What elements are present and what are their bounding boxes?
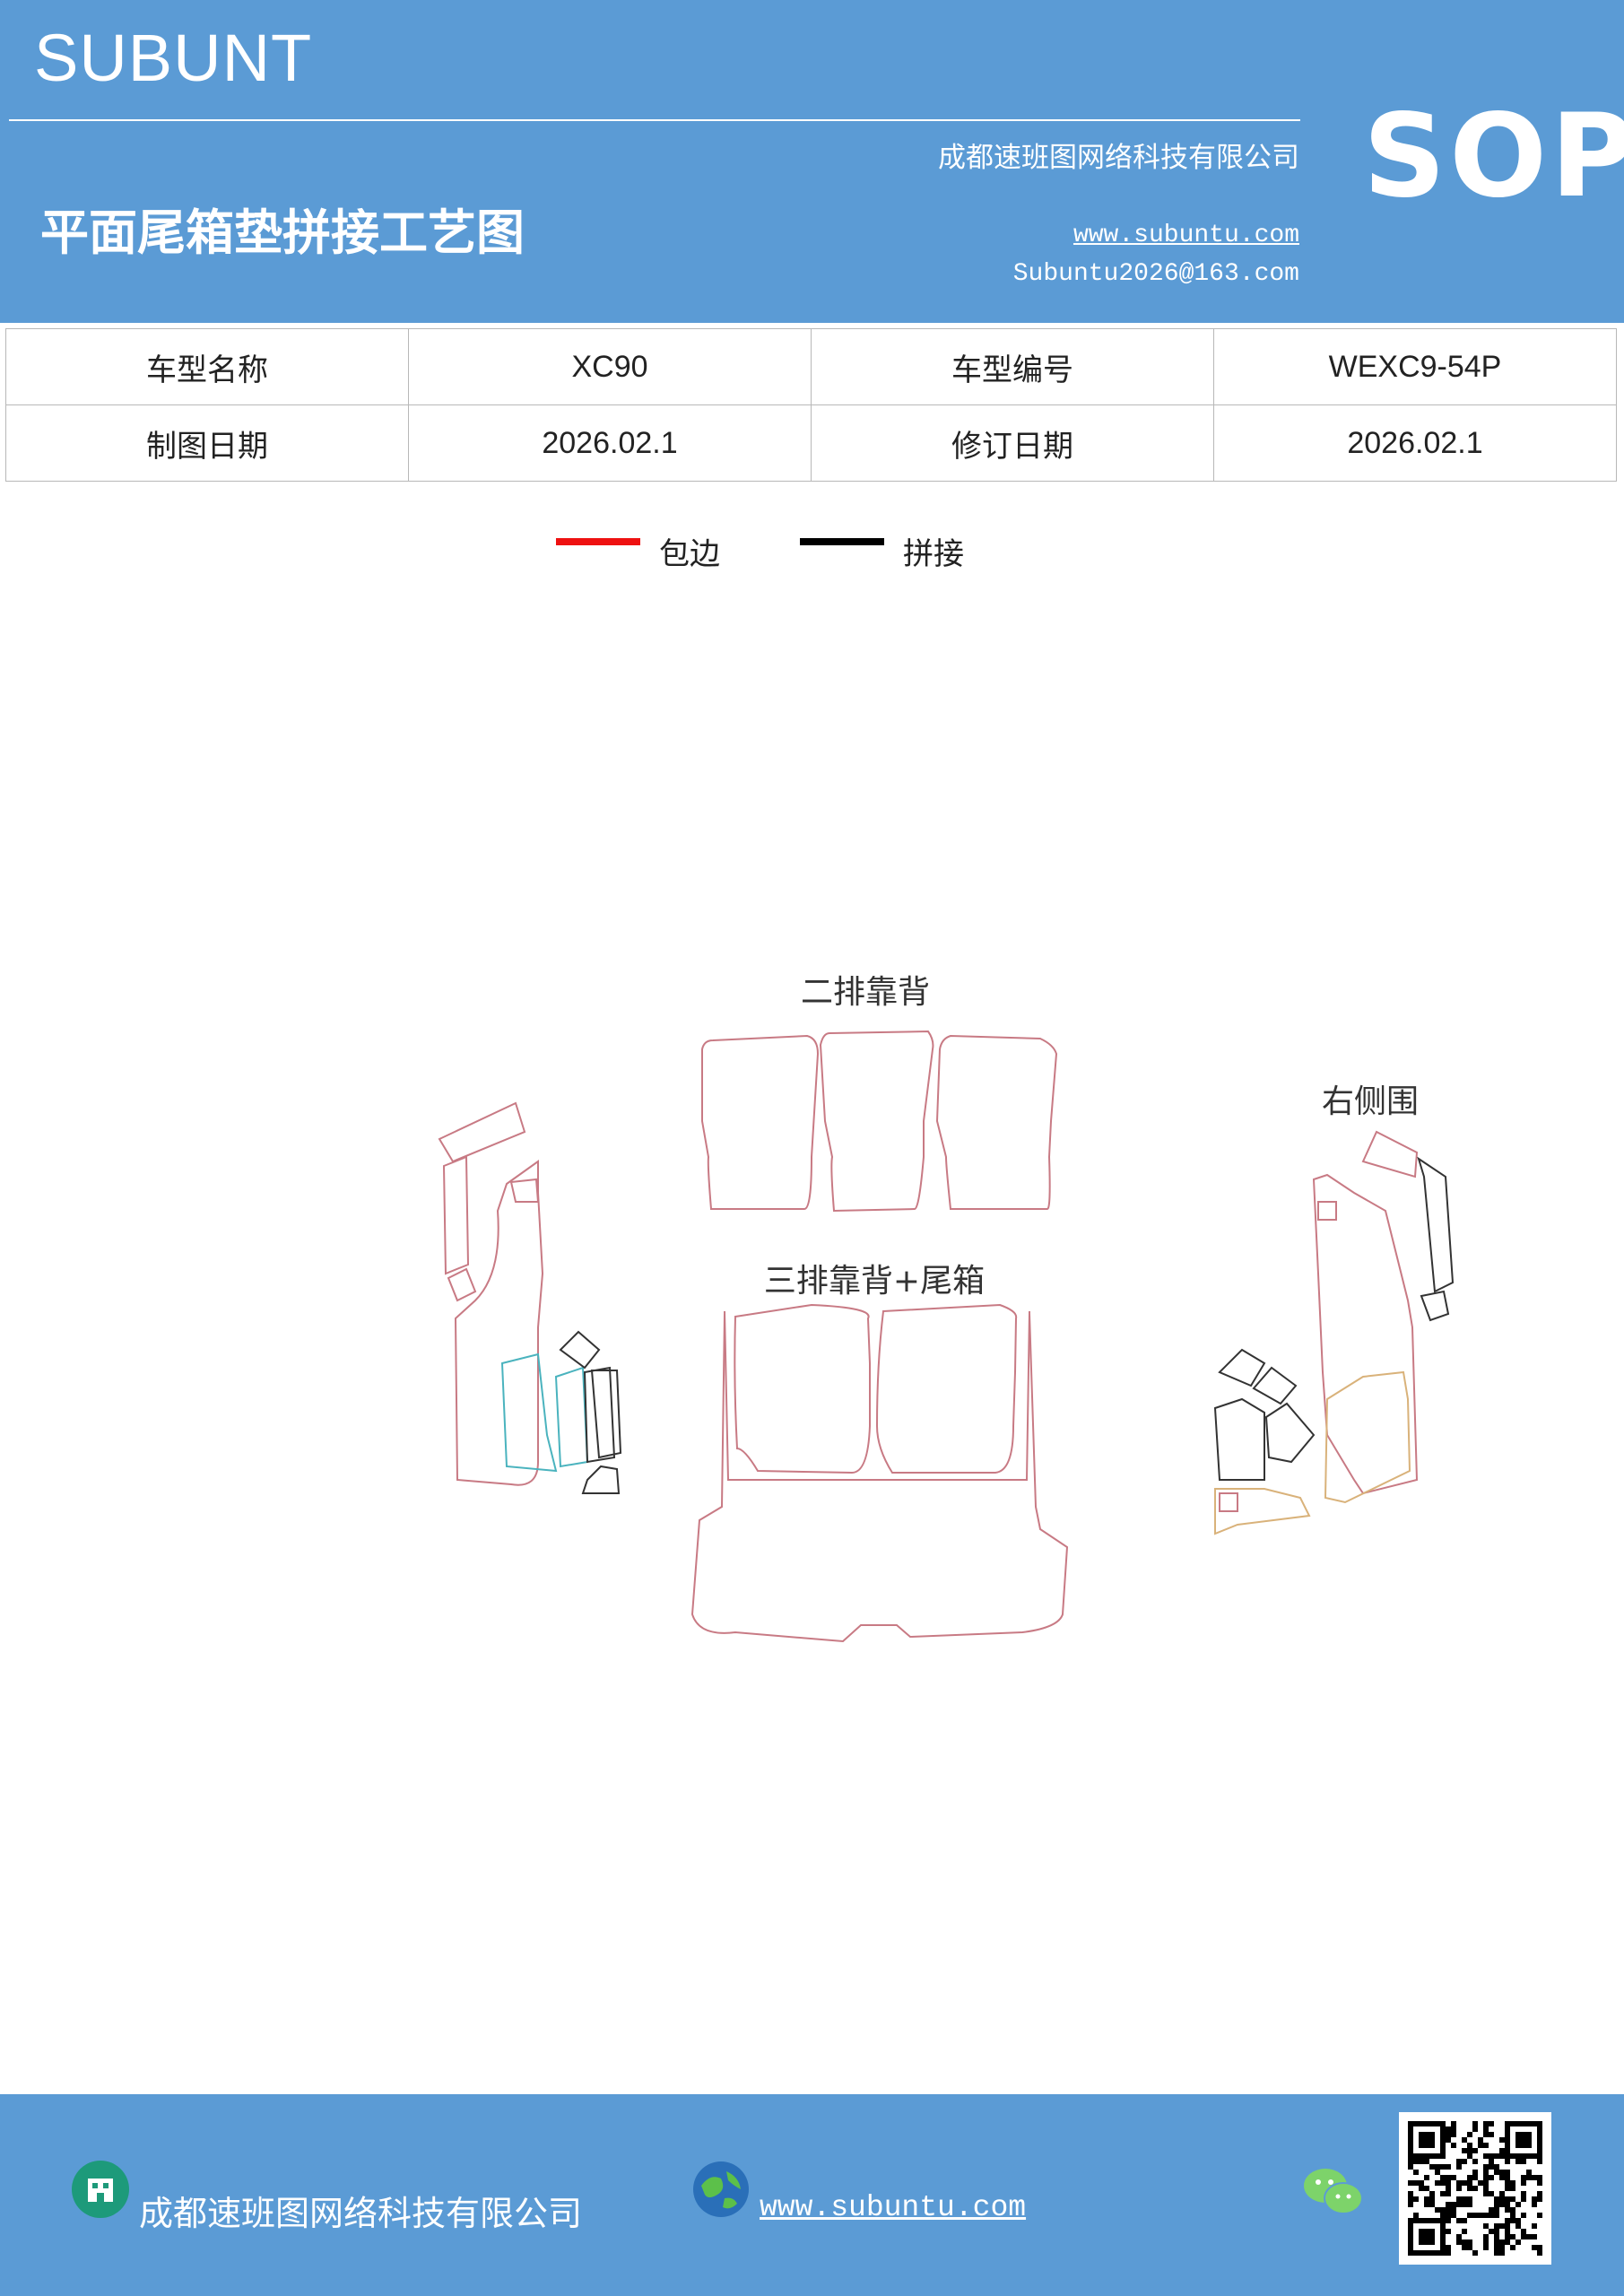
vehicle-info-table: 车型名称 XC90 车型编号 WEXC9-54P 制图日期 2026.02.1 … [5,328,1617,482]
model-code-label: 车型编号 [811,328,1214,405]
building-icon [72,2161,129,2218]
header-divider [9,119,1300,121]
qr-code [1399,2112,1551,2265]
label-second-row-backrest: 二排靠背 [801,974,930,1011]
right-side-panel-pieces [1213,1130,1455,1535]
header-company: 成都速班图网络科技有限公司 [938,142,1299,174]
third-row-trunk-pieces [690,1303,1069,1643]
model-name-value: XC90 [408,328,812,405]
revision-date-value: 2026.02.1 [1213,404,1617,482]
left-side-panel-pieces [438,1101,622,1494]
second-row-backrest-pieces [701,1030,1058,1213]
sop-badge: SOP [1363,90,1624,223]
footer-website-link[interactable]: www.subuntu.com [760,2191,1027,2224]
globe-icon [693,2161,749,2217]
label-third-row-trunk: 三排靠背+尾箱 [764,1263,985,1300]
legend-swatch-joint [800,538,884,545]
legend-label-joint: 拼接 [903,536,964,572]
table-row: 车型名称 XC90 车型编号 WEXC9-54P [5,328,1617,405]
document-title: 平面尾箱垫拼接工艺图 [40,204,525,261]
legend-swatch-edge [556,538,640,545]
label-right-side-panel: 右侧围 [1322,1083,1419,1120]
wechat-icon [1304,2169,1363,2214]
legend-label-edge: 包边 [659,536,720,572]
header-email: Subuntu2026@163.com [1012,260,1299,288]
footer-company: 成都速班图网络科技有限公司 [139,2194,583,2233]
header-website-link[interactable]: www.subuntu.com [1073,222,1299,249]
legend: 包边 拼接 [0,522,1624,576]
draw-date-value: 2026.02.1 [408,404,812,482]
model-name-label: 车型名称 [5,328,409,405]
brand-name: SUBUNT [34,21,313,95]
footer-banner: 成都速班图网络科技有限公司 www.subuntu.com [0,2094,1624,2296]
draw-date-label: 制图日期 [5,404,409,482]
revision-date-label: 修订日期 [811,404,1214,482]
mat-pattern-diagram: 二排靠背 右侧围 三排靠背+尾箱 [438,974,1455,1643]
table-row: 制图日期 2026.02.1 修订日期 2026.02.1 [5,404,1617,482]
model-code-value: WEXC9-54P [1213,328,1617,405]
header-banner: SUBUNT 成都速班图网络科技有限公司 平面尾箱垫拼接工艺图 www.subu… [0,0,1624,323]
